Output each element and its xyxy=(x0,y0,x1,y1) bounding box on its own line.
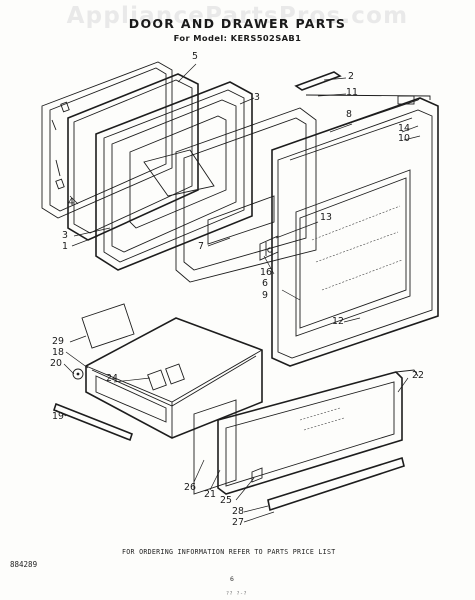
callout-29: 29 xyxy=(52,336,64,347)
callout-24: 24 xyxy=(106,373,118,384)
callout-11: 11 xyxy=(346,87,358,98)
door-hinge xyxy=(259,235,279,261)
drawer-front-panel xyxy=(217,369,419,495)
callout-4: 4 xyxy=(68,197,74,208)
door-outer-panel xyxy=(41,61,173,219)
callout-8: 8 xyxy=(346,109,352,120)
door-front-panel xyxy=(271,97,439,367)
door-inner-frame xyxy=(95,81,253,271)
callout-1: 1 xyxy=(62,241,68,252)
page-title: DOOR AND DRAWER PARTS xyxy=(128,16,347,31)
callout-3: 3 xyxy=(254,92,260,103)
callout-21: 21 xyxy=(204,489,216,500)
callout-3-lower: 3 xyxy=(62,230,68,241)
callout-25: 25 xyxy=(220,495,232,506)
callout-10: 10 xyxy=(398,133,410,144)
drawer-bottom-trim xyxy=(251,456,405,512)
leader-lines xyxy=(55,63,421,523)
callout-5: 5 xyxy=(192,51,198,62)
drawer-body xyxy=(85,317,263,439)
ordering-note: FOR ORDERING INFORMATION REFER TO PARTS … xyxy=(122,548,336,556)
door-handle xyxy=(271,71,431,161)
callout-19: 19 xyxy=(52,411,64,422)
scan-mark: ?? ?-? xyxy=(226,591,248,597)
document-number: 884289 xyxy=(10,560,38,569)
callout-13: 13 xyxy=(320,212,332,223)
drawer-rail xyxy=(53,402,133,442)
watermark: AppliancePartsPros.com xyxy=(66,3,409,29)
callout-18: 18 xyxy=(52,347,64,358)
callout-20: 20 xyxy=(50,358,62,369)
callout-7: 7 xyxy=(198,241,204,252)
callout-16: 16 xyxy=(260,267,272,278)
drawer-glide-card xyxy=(81,303,135,349)
callout-26: 26 xyxy=(184,482,196,493)
callout-9: 9 xyxy=(262,290,268,301)
callout-27: 27 xyxy=(232,517,244,528)
model-subtitle: For Model: KERS502SAB1 xyxy=(173,33,302,43)
door-gasket-frame xyxy=(67,73,199,241)
page-number: 6 xyxy=(230,575,234,583)
callout-2: 2 xyxy=(348,71,354,82)
callout-14: 14 xyxy=(398,123,410,134)
callout-22: 22 xyxy=(412,370,424,381)
callout-12: 12 xyxy=(332,316,344,327)
drawer-roller xyxy=(72,368,84,380)
drawer-glass-panel xyxy=(193,399,237,495)
callout-6: 6 xyxy=(262,278,268,289)
callout-28: 28 xyxy=(232,506,244,517)
door-window-glass xyxy=(143,107,317,283)
